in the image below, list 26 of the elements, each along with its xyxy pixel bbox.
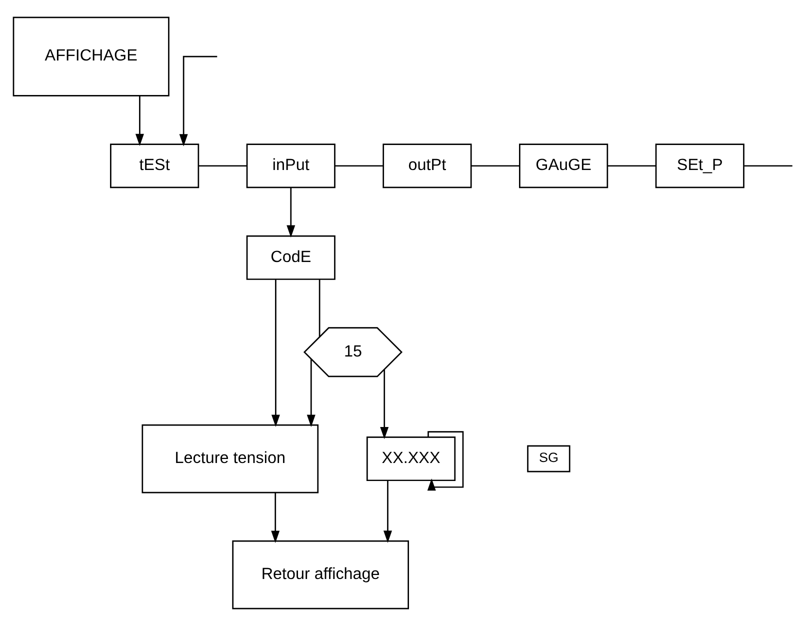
node-box: Retour affichage (232, 540, 409, 610)
arrow (427, 431, 464, 491)
node-box: inPut (246, 144, 336, 188)
arrow (135, 96, 144, 146)
node-box: GAuGE (519, 144, 608, 188)
connector (607, 165, 656, 167)
arrow (383, 480, 392, 543)
connector (744, 165, 792, 167)
arrow (286, 188, 296, 238)
node-box: SG (527, 445, 570, 472)
node-box: XX.XXX (366, 436, 456, 482)
connector (471, 165, 520, 167)
node-box: SEt_P (655, 144, 744, 188)
connector (334, 165, 383, 167)
arrow (271, 280, 280, 427)
arrow (380, 370, 389, 440)
node-box: tESt (110, 144, 200, 188)
arrow (271, 492, 280, 543)
arrow (306, 359, 316, 427)
node-box: Lecture tension (142, 424, 319, 494)
connector (198, 165, 247, 167)
connector (318, 280, 320, 337)
node-box: CodE (246, 235, 336, 280)
node-box: outPt (382, 144, 472, 188)
arrow (179, 56, 218, 146)
node-box: AFFICHAGE (12, 16, 170, 96)
